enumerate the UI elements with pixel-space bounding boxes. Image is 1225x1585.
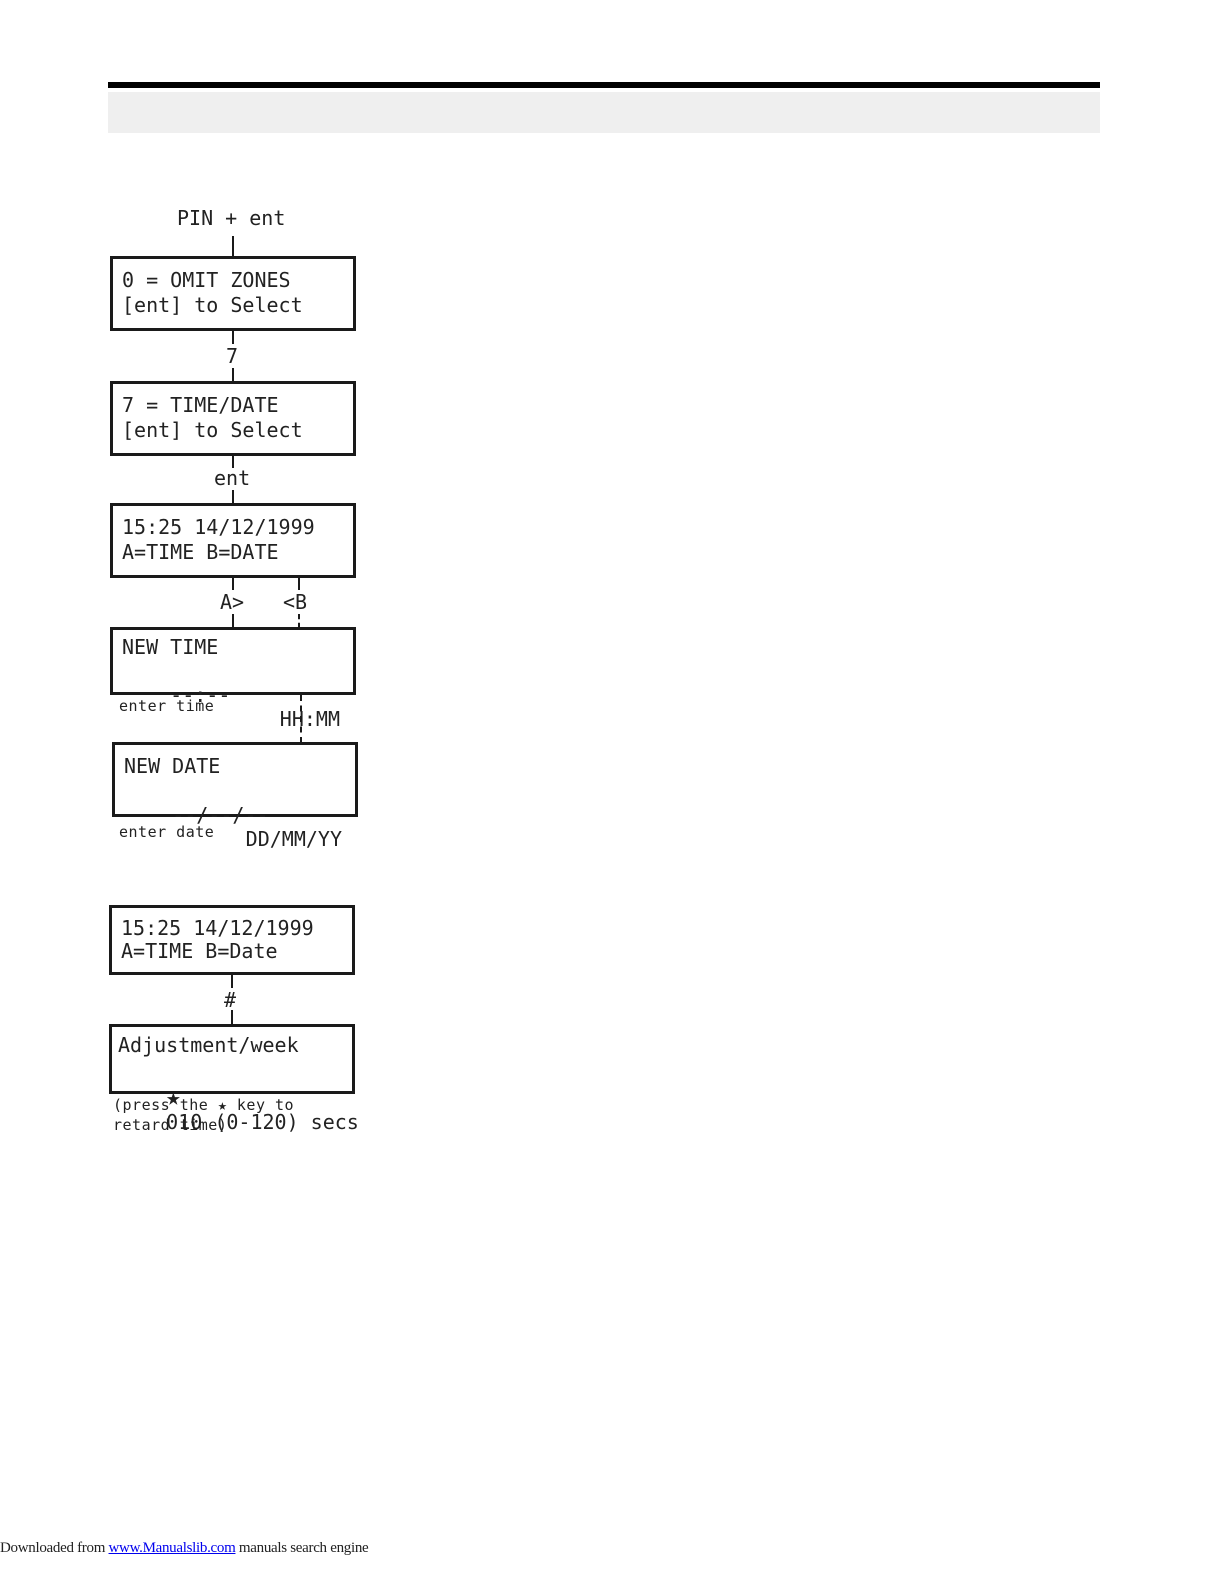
dashed-connector	[298, 578, 300, 590]
lcd-line-1: 0 = OMIT ZONES	[122, 268, 291, 292]
dashed-connector	[298, 614, 300, 628]
press-caption-part: (press the	[113, 1096, 209, 1114]
connector-line	[232, 614, 234, 628]
retard-time-caption: retard time)	[113, 1116, 228, 1134]
lcd-line-2: --:-- HH:MM	[122, 659, 346, 755]
lcd-line-2: A=TIME B=Date	[121, 939, 278, 963]
key-b-label: <B	[283, 590, 308, 614]
lcd-time-date-display: 15:25 14/12/1999 A=TIME B=DATE	[110, 503, 356, 578]
connector-line	[232, 368, 234, 382]
lcd-line-1: Adjustment/week	[118, 1033, 299, 1057]
lcd-line-1: NEW TIME	[122, 635, 219, 659]
lcd-time-date-menu: 7 = TIME/DATE [ent] to Select	[110, 381, 356, 456]
lcd-line-1: 15:25 14/12/1999	[121, 916, 314, 940]
time-placeholder: --:--	[170, 683, 231, 707]
lcd-new-date: NEW DATE --/--/-- DD/MM/YY	[112, 742, 358, 851]
enter-date-caption: enter date	[119, 823, 215, 841]
lcd-adjustment-week: Adjustment/week ★ 010 (0-120) secs	[109, 1024, 359, 1134]
lcd-line-1: 7 = TIME/DATE	[122, 393, 279, 417]
lcd-time-date-display-2: 15:25 14/12/1999 A=TIME B=Date	[109, 905, 355, 975]
key-hash-label: #	[224, 988, 237, 1012]
connector-line	[232, 578, 234, 590]
lcd-line-2: ★ 010 (0-120) secs	[118, 1061, 359, 1158]
lcd-line-2: --/--/-- DD/MM/YY	[124, 779, 348, 875]
connector-line	[232, 331, 234, 344]
lcd-line-2: [ent] to Select	[122, 418, 303, 442]
lcd-line-2: A=TIME B=DATE	[122, 540, 279, 564]
start-label: PIN + ent	[177, 206, 286, 230]
connector-line	[232, 236, 234, 257]
adjustment-value: 010 (0-120) secs	[166, 1110, 359, 1134]
key-ent-label: ent	[214, 466, 251, 490]
date-format: DD/MM/YY	[245, 827, 342, 851]
press-caption-part: key to	[236, 1096, 295, 1114]
key-a-label: A>	[220, 590, 245, 614]
star-key-icon: ★	[217, 1096, 228, 1114]
footer-prefix: Downloaded from	[0, 1540, 106, 1556]
footer-suffix: manuals search engine	[235, 1540, 369, 1556]
lcd-line-1: 15:25 14/12/1999	[122, 515, 315, 539]
connector-line	[231, 1010, 233, 1025]
header-band	[108, 92, 1100, 133]
time-format: HH:MM	[279, 707, 340, 731]
lcd-omit-zones: 0 = OMIT ZONES [ent] to Select	[110, 256, 356, 331]
enter-time-caption: enter time	[119, 697, 215, 715]
header-rule	[108, 82, 1100, 88]
lcd-new-time: NEW TIME --:-- HH:MM	[110, 627, 356, 731]
footer-text: Downloaded from www.Manualslib.com manua…	[0, 1540, 369, 1557]
key-7-label: 7	[226, 344, 239, 368]
press-star-caption: (press the ★ key to	[113, 1095, 294, 1115]
connector-line	[231, 975, 233, 988]
lcd-line-1: NEW DATE	[124, 754, 221, 778]
connector-line	[232, 456, 234, 468]
lcd-line-2: [ent] to Select	[122, 293, 303, 317]
star-key-icon: ★	[166, 1083, 181, 1111]
dashed-connector	[300, 695, 302, 743]
date-placeholder: --/--/--	[172, 803, 269, 827]
manualslib-link[interactable]: www.Manualslib.com	[108, 1540, 236, 1556]
connector-line	[232, 490, 234, 504]
